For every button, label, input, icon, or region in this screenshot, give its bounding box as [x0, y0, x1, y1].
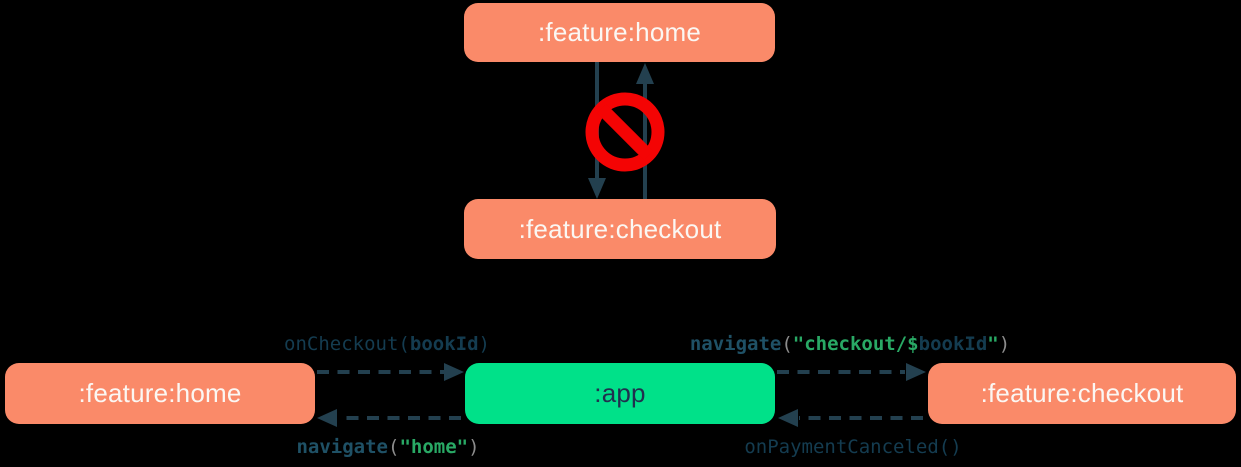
- arrow-app-to-checkout: [777, 363, 926, 381]
- arrow-home-to-app: [317, 363, 464, 381]
- code-segment: ): [468, 436, 480, 458]
- arrow-checkout-to-app-head: [778, 409, 798, 427]
- code-segment: navigate: [689, 333, 782, 355]
- code-segment: ): [998, 333, 1011, 355]
- module-label: :feature:home: [78, 378, 242, 408]
- arrow-home-to-checkout-head: [588, 178, 606, 199]
- module-box-app: :app: [465, 363, 775, 424]
- code-segment: "checkout/$: [792, 333, 919, 355]
- module-label: :feature:checkout: [980, 378, 1184, 408]
- edge-label-navigate-checkout: navigate("checkout/$bookId"): [690, 333, 1010, 355]
- code-segment: "home": [399, 436, 469, 458]
- edge-label-navigate-home: navigate("home"): [296, 436, 479, 458]
- module-box-feature-checkout-top: :feature:checkout: [464, 199, 776, 259]
- arrow-home-to-app-head: [444, 363, 464, 381]
- no-entry-ring: [585, 92, 665, 172]
- code-segment: navigate: [296, 436, 388, 458]
- module-label: :feature:home: [537, 17, 702, 47]
- code-segment: ": [987, 333, 999, 355]
- arrow-app-to-home-head: [317, 409, 337, 427]
- code-segment: bookId: [409, 333, 479, 355]
- module-label: :feature:checkout: [518, 213, 722, 244]
- module-box-feature-home-bottom: :feature:home: [5, 363, 315, 424]
- code-segment: (: [387, 436, 400, 458]
- module-box-feature-checkout-bottom: :feature:checkout: [928, 363, 1236, 424]
- no-entry-icon-svg: [585, 92, 665, 172]
- code-segment: onCheckout(: [284, 333, 410, 355]
- code-segment: onPaymentCanceled(): [744, 436, 962, 458]
- arrow-app-to-checkout-head: [906, 363, 926, 381]
- module-box-feature-home-top: :feature:home: [464, 3, 775, 62]
- module-label: :app: [594, 378, 646, 408]
- edge-label-onpaymentcanceled: onPaymentCanceled(): [744, 436, 961, 458]
- arrow-checkout-to-home-head: [636, 63, 654, 84]
- no-entry-icon: [585, 92, 665, 172]
- no-entry-slash: [597, 104, 653, 160]
- arrow-app-to-home: [317, 409, 461, 427]
- code-segment: bookId: [918, 333, 988, 355]
- edge-label-oncheckout: onCheckout(bookId): [284, 333, 490, 355]
- arrow-checkout-to-app: [778, 409, 923, 427]
- code-segment: ): [478, 333, 490, 355]
- code-segment: (: [781, 333, 793, 355]
